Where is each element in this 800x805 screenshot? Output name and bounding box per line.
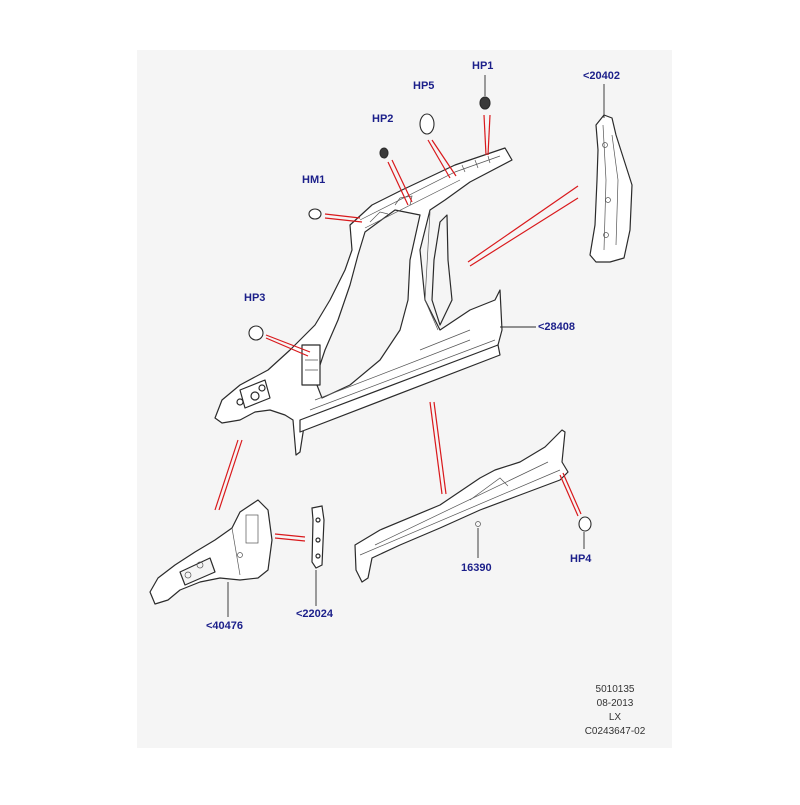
small-bracket-part: [311, 505, 325, 569]
hp1-fastener: [479, 96, 491, 110]
reference-model: LX: [608, 712, 622, 723]
hm1-fastener: [308, 208, 322, 220]
callout-hp3: HP3: [244, 292, 266, 304]
sill-panel-details: [359, 461, 561, 556]
sill-panel-part: [354, 429, 569, 583]
callout-40476: <40476: [206, 620, 244, 632]
callout-28408: <28408: [538, 321, 576, 333]
callout-hp4: HP4: [570, 553, 592, 565]
red-leader-lines: [214, 114, 582, 542]
reference-illustration-id: C0243647-02: [584, 726, 646, 737]
diagram-background: [137, 50, 672, 748]
reference-date: 08-2013: [596, 698, 634, 709]
b-pillar-details: [602, 124, 619, 251]
hp2-fastener: [379, 147, 389, 159]
front-lower-panel-details: [184, 514, 259, 579]
callout-hp5: HP5: [413, 80, 435, 92]
b-pillar-part: [589, 114, 633, 263]
callout-20402: <20402: [583, 70, 621, 82]
callout-16390: 16390: [461, 562, 492, 574]
callout-hp1: HP1: [472, 60, 494, 72]
hp5-fastener: [419, 113, 435, 135]
main-side-frame: [214, 147, 513, 456]
callout-hm1: HM1: [302, 174, 326, 186]
reference-code: 5010135: [595, 684, 635, 695]
diagram-reference-block: 5010135 08-2013 LX C0243647-02: [560, 683, 670, 739]
hp4-fastener: [578, 516, 592, 532]
callout-pointers: [227, 75, 605, 617]
main-frame-details: [305, 155, 501, 411]
callout-22024: <22024: [296, 608, 334, 620]
fastener-parts: [248, 96, 592, 532]
hp3-fastener: [248, 325, 264, 341]
callout-hp2: HP2: [372, 113, 394, 125]
